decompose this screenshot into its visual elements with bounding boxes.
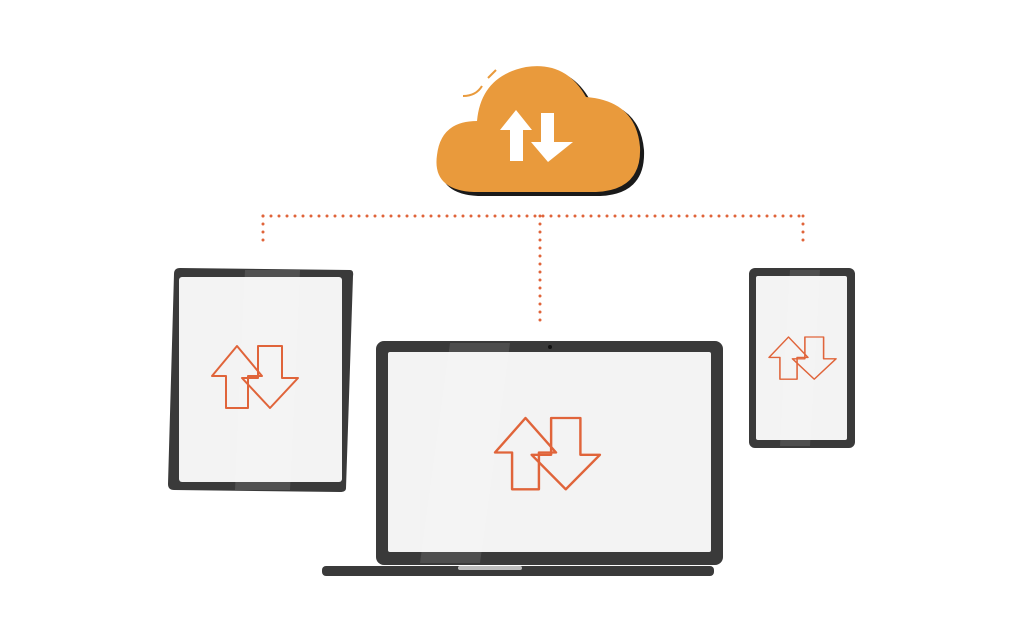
laptop-icon <box>322 341 723 576</box>
tablet-icon <box>168 268 354 492</box>
cloud-icon <box>436 66 645 196</box>
upload-download-icon <box>500 110 573 162</box>
tablet-screen <box>179 277 342 482</box>
connector-lines <box>261 214 805 327</box>
phone-icon <box>749 268 855 448</box>
laptop-base <box>322 566 714 576</box>
